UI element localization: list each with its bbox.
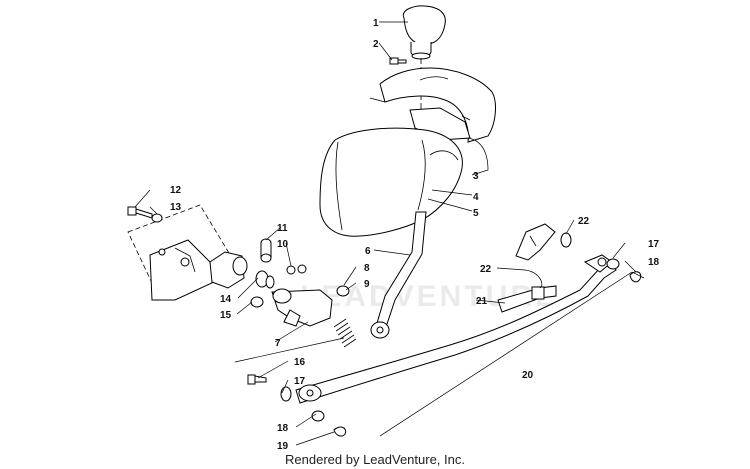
callout-14: 14 — [220, 294, 232, 305]
group-line-20 — [379, 271, 645, 437]
pivot-link[interactable] — [515, 223, 556, 261]
callout-5: 5 — [473, 208, 479, 219]
footer-credit: Rendered by LeadVenture, Inc. — [285, 452, 465, 467]
callout-21: 21 — [476, 296, 488, 307]
lower-bolt[interactable] — [247, 374, 267, 385]
callout-17: 17 — [294, 376, 306, 387]
callout-3: 3 — [473, 171, 479, 182]
shift-arm[interactable] — [271, 288, 333, 327]
e-clip[interactable] — [333, 426, 347, 437]
mount-bracket — [127, 204, 233, 301]
callout-2: 2 — [373, 39, 379, 50]
callout-10: 10 — [277, 239, 289, 250]
shift-lever[interactable] — [370, 211, 427, 339]
leader-lines — [134, 21, 637, 446]
callout-16: 16 — [294, 357, 306, 368]
callout-20: 20 — [522, 370, 534, 381]
bushing-right[interactable] — [560, 232, 572, 248]
e-clip-right[interactable] — [629, 271, 642, 283]
shift-knob[interactable] — [402, 5, 446, 60]
callout-19-right: 18 — [648, 257, 660, 268]
callout-8: 8 — [364, 263, 370, 274]
callout-7: 7 — [275, 338, 281, 349]
pivot-housing[interactable] — [209, 251, 248, 289]
callout-12: 12 — [170, 185, 182, 196]
washer-9[interactable] — [336, 285, 350, 297]
callout-17-right: 22 — [578, 216, 590, 227]
callout-13: 13 — [170, 202, 182, 213]
callout-1: 1 — [373, 18, 379, 29]
callout-4: 4 — [473, 192, 479, 203]
pivot-pin[interactable] — [260, 238, 272, 263]
callout-6: 6 — [365, 246, 371, 257]
callout-9: 9 — [364, 279, 370, 290]
bolt[interactable] — [127, 206, 153, 219]
callout-22: 22 — [480, 264, 492, 275]
washer-18-right[interactable] — [606, 258, 620, 270]
washer-18[interactable] — [311, 410, 325, 422]
o-ring-inner[interactable] — [265, 275, 275, 289]
callout-15: 15 — [220, 310, 232, 321]
screw[interactable] — [389, 57, 407, 65]
callout-19: 19 — [277, 441, 289, 452]
bushing[interactable] — [280, 386, 292, 402]
callout-18-right: 17 — [648, 239, 660, 250]
nut[interactable] — [286, 264, 307, 275]
group-line-top — [234, 337, 345, 363]
washer[interactable] — [151, 213, 163, 223]
callout-labels: 1 2 3 4 5 6 7 8 9 10 11 12 13 14 15 16 1… — [170, 18, 660, 452]
washer-15[interactable] — [250, 296, 264, 308]
rod-end-left[interactable] — [298, 384, 322, 402]
callout-11: 11 — [277, 223, 288, 234]
callout-18: 18 — [277, 423, 289, 434]
spring[interactable] — [333, 318, 357, 348]
shift-boot-lower[interactable] — [319, 127, 463, 237]
